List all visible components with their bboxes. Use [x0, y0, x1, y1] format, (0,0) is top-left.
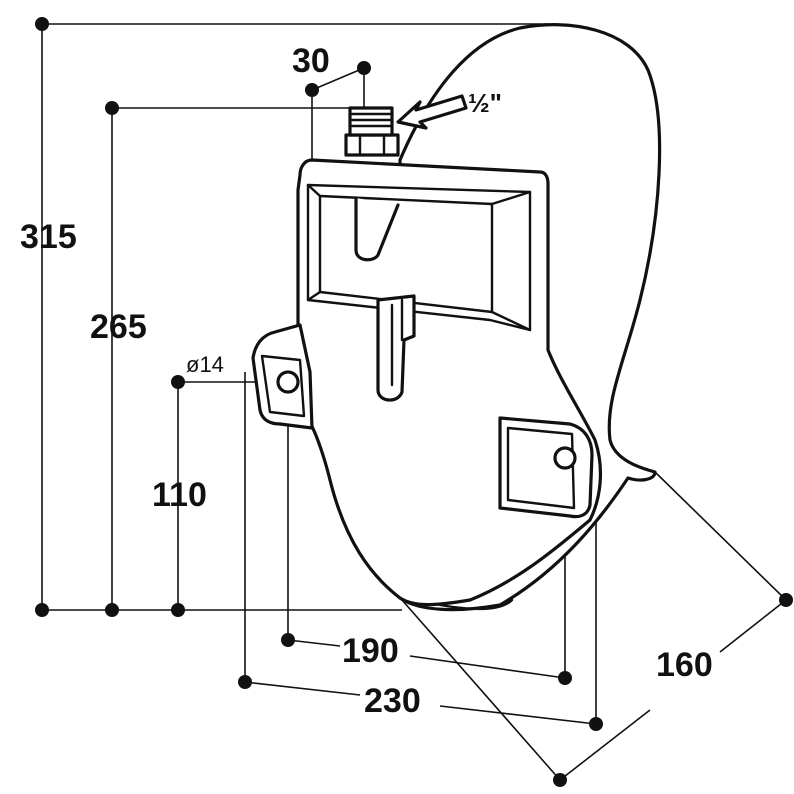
dim-dot	[589, 717, 603, 731]
dim-dot	[35, 603, 49, 617]
inlet-thread-lines	[350, 112, 392, 157]
dim-dot	[281, 633, 295, 647]
valve-nozzle	[354, 196, 400, 262]
inlet-nut	[344, 133, 400, 157]
dim-dot	[105, 101, 119, 115]
dim-dot	[553, 773, 567, 787]
left-mount-hole	[276, 370, 300, 394]
dim-dot	[171, 375, 185, 389]
label-thread-size: ½"	[468, 88, 502, 118]
right-mount-hole	[553, 446, 577, 470]
trough-frame	[306, 183, 532, 332]
bottom-foot	[438, 598, 514, 611]
dim-extension-160-front	[401, 599, 561, 781]
dim-dot	[779, 593, 793, 607]
dim-dot	[305, 83, 319, 97]
drinking-bowl-outline	[251, 23, 662, 612]
dim-dot	[105, 603, 119, 617]
dim-line-160-b	[719, 599, 787, 653]
dim-line-190-a	[287, 639, 341, 647]
push-paddle-detail	[390, 298, 404, 387]
dim-dot	[357, 61, 371, 75]
thread-arrow-icon	[396, 94, 468, 130]
label-hole-diameter: ø14	[186, 352, 224, 377]
dim-dot	[238, 675, 252, 689]
label-mount-spacing-inner: 190	[342, 632, 399, 670]
label-depth: 160	[656, 646, 713, 684]
inlet-thread	[348, 106, 394, 137]
dim-dot	[35, 17, 49, 31]
dim-line-230-a	[244, 681, 361, 696]
arrow-icon	[396, 94, 468, 130]
right-mount-bracket	[498, 416, 594, 519]
label-height-mount: 110	[152, 476, 207, 514]
dimension-dots	[35, 17, 793, 787]
push-paddle	[376, 294, 416, 402]
label-height-inlet: 265	[90, 308, 147, 346]
dim-line-190-b	[409, 655, 566, 679]
label-inlet-offset: 30	[292, 42, 330, 80]
label-height-total: 315	[20, 218, 77, 256]
dim-line-30	[311, 67, 365, 91]
dim-dot	[171, 603, 185, 617]
left-mount-recess	[260, 354, 306, 418]
dim-line-160-a	[559, 709, 651, 781]
label-mount-spacing-outer: 230	[364, 682, 421, 720]
dim-dot	[558, 671, 572, 685]
dim-line-230-b	[439, 705, 597, 725]
dim-extension-160-back	[654, 471, 787, 601]
right-mount-recess	[506, 426, 576, 510]
trough-bevel	[306, 183, 532, 332]
